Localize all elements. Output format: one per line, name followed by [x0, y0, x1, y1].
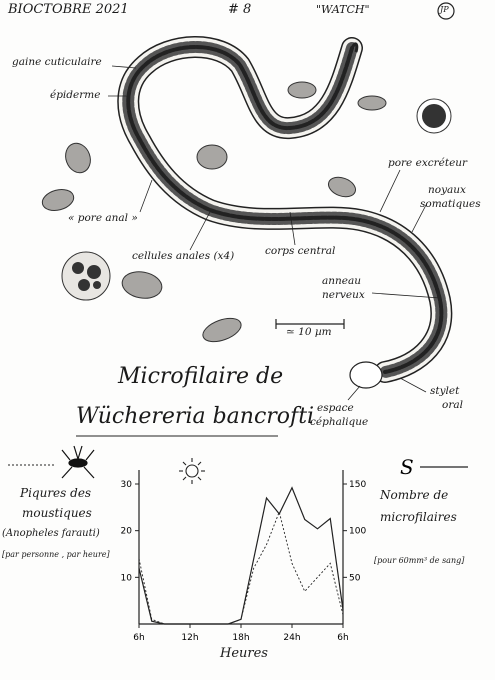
x-tick-label: 24h — [283, 633, 300, 643]
legend-left-4: [par personne , par heure] — [2, 550, 110, 559]
right-tick-label: 150 — [349, 480, 366, 490]
label-anneau-2: nerveux — [322, 289, 365, 301]
label-stylet-1: stylet — [430, 385, 460, 397]
initials-circle — [437, 2, 455, 20]
legend-left-3: (Anopheles farauti) — [2, 528, 100, 539]
x-tick-label: 18h — [232, 633, 249, 643]
central-body — [126, 45, 444, 374]
header-theme: "WATCH" — [316, 3, 370, 16]
legend-solid-glyph: S — [400, 455, 414, 479]
label-epiderme: épiderme — [50, 89, 101, 101]
x-axis-label: Heures — [220, 646, 268, 661]
leader-lines — [108, 65, 441, 401]
legend-right-3: [pour 60mm³ de sang] — [374, 556, 465, 565]
right-tick-label: 100 — [349, 527, 366, 537]
title-line-2: Wüchereria bancrofti — [76, 404, 315, 429]
label-noyaux-2: somatiques — [420, 198, 481, 210]
label-stylet-2: oral — [442, 399, 463, 411]
red-blood-cells — [41, 81, 387, 343]
moon-icon — [288, 462, 300, 481]
white-blood-cells — [61, 98, 452, 301]
header-number: # 8 — [228, 2, 252, 17]
label-pore-excreteur: pore excréteur — [388, 157, 468, 169]
chart: 10 20 30 50 100 150 6h 12h 18h 24h 6h — [121, 470, 366, 643]
left-tick-label: 30 — [121, 480, 133, 490]
header-date: BIOCTOBRE 2021 — [8, 2, 129, 17]
label-noyaux-1: noyaux — [428, 184, 466, 196]
legend-right-1: Nombre de — [380, 488, 449, 502]
label-espace-2: céphalique — [310, 416, 369, 428]
right-tick-label: 50 — [349, 573, 361, 583]
header-initials: JP — [440, 5, 449, 14]
series-line-1 — [138, 510, 344, 625]
label-gaine: gaine cuticulaire — [12, 56, 102, 68]
label-cellules-anales: cellules anales (x4) — [132, 250, 235, 262]
x-tick-label: 6h — [337, 633, 348, 643]
cephalic-space — [349, 361, 383, 389]
label-scale: ≃ 10 µm — [286, 326, 332, 338]
label-espace-1: espace — [317, 402, 354, 414]
x-tick-label: 6h — [133, 633, 144, 643]
label-corps-central: corps central — [265, 245, 336, 257]
legend-left-1: Piqures des — [20, 486, 92, 500]
mosquito-icon — [61, 445, 95, 479]
cuticle-sheath — [118, 37, 451, 382]
series-line-0 — [138, 486, 344, 625]
tail-tip — [350, 42, 359, 53]
label-pore-anal: « pore anal » — [68, 212, 138, 224]
label-anneau-1: anneau — [322, 275, 362, 287]
legend-left-2: moustiques — [22, 506, 92, 520]
title-line-1: Microfilaire de — [118, 364, 284, 389]
x-tick-label: 12h — [181, 633, 198, 643]
legend-right-2: microfilaires — [380, 510, 457, 524]
left-tick-label: 20 — [121, 527, 133, 537]
left-tick-label: 10 — [121, 573, 133, 583]
sun-icon — [179, 458, 205, 484]
